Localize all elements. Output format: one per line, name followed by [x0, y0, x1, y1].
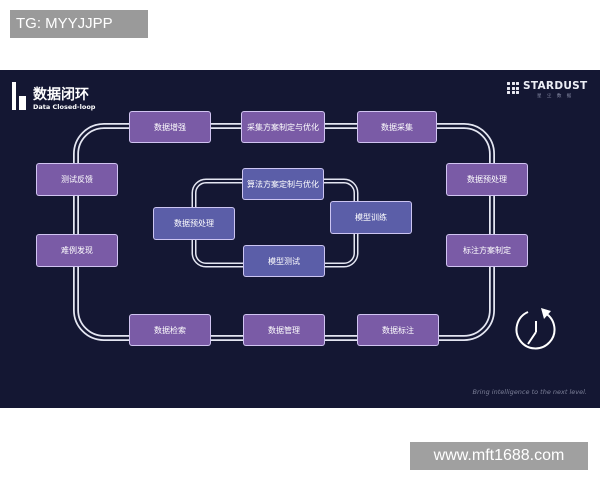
node-data-label[interactable]: 数据标注: [357, 314, 439, 346]
node-model-train[interactable]: 模型训练: [330, 201, 412, 234]
node-model-test[interactable]: 模型测试: [243, 245, 325, 277]
node-data-enhance[interactable]: 数据增强: [129, 111, 211, 143]
node-data-collect[interactable]: 数据采集: [357, 111, 437, 143]
node-collect-plan[interactable]: 采集方案制定与优化: [241, 111, 325, 143]
watermark-top: TG: MYYJJPP: [10, 10, 148, 38]
node-label-plan[interactable]: 标注方案制定: [446, 234, 528, 267]
watermark-bottom: www.mft1688.com: [410, 442, 588, 470]
diagram-slide: 数据闭环 Data Closed-loop STARDUST 星 尘 数 据 数…: [0, 70, 600, 408]
logo-name: STARDUST: [523, 80, 588, 92]
logo-subtitle: 星 尘 数 据: [537, 94, 574, 99]
timer-icon: [515, 308, 556, 350]
stardust-logo-icon: [507, 82, 519, 94]
page-subtitle: Data Closed-loop: [33, 103, 96, 111]
stardust-logo: STARDUST 星 尘 数 据: [507, 80, 587, 100]
node-hard-case-discovery[interactable]: 难例发现: [36, 234, 118, 267]
node-data-manage[interactable]: 数据管理: [243, 314, 325, 346]
tagline: Bring intelligence to the next level.: [472, 388, 587, 396]
node-data-preprocess-outer[interactable]: 数据预处理: [446, 163, 528, 196]
node-data-search[interactable]: 数据检索: [129, 314, 211, 346]
page-title: 数据闭环: [33, 87, 89, 103]
node-data-preprocess-inner[interactable]: 数据预处理: [153, 207, 235, 240]
node-test-feedback[interactable]: 测试反馈: [36, 163, 118, 196]
node-algo-plan[interactable]: 算法方案定制与优化: [242, 168, 324, 200]
brand-mark-icon: [12, 82, 26, 110]
